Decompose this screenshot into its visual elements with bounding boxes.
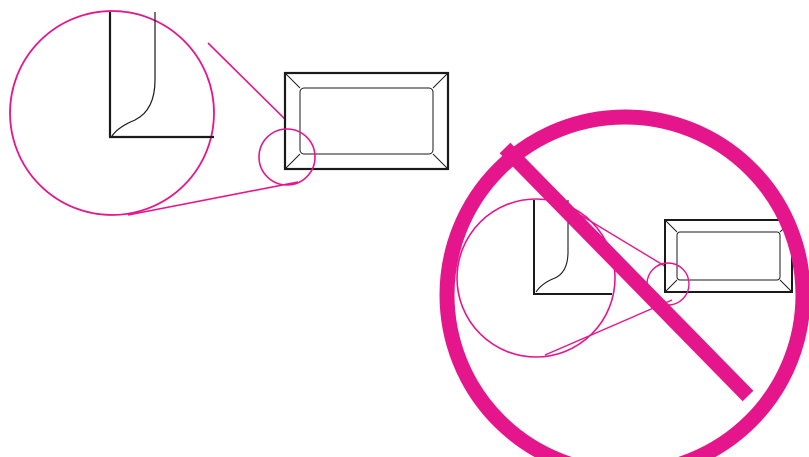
magnifier-circle [9, 10, 215, 216]
magnified-corner-detail [533, 200, 612, 295]
magnifier-connector-bottom [127, 181, 299, 216]
acceptable-envelope-group [9, 10, 450, 216]
magnifier-connector-bottom [544, 299, 673, 356]
magnified-corner-detail [108, 12, 214, 139]
magnifier-connector-top [571, 209, 669, 269]
envelope-icon [664, 219, 793, 293]
corner-highlight-circle [258, 128, 316, 186]
magnifier-circle [456, 198, 616, 358]
envelope-icon [283, 71, 450, 171]
magnifier-connector-top [207, 42, 299, 133]
no-symbol-icon [439, 109, 809, 457]
